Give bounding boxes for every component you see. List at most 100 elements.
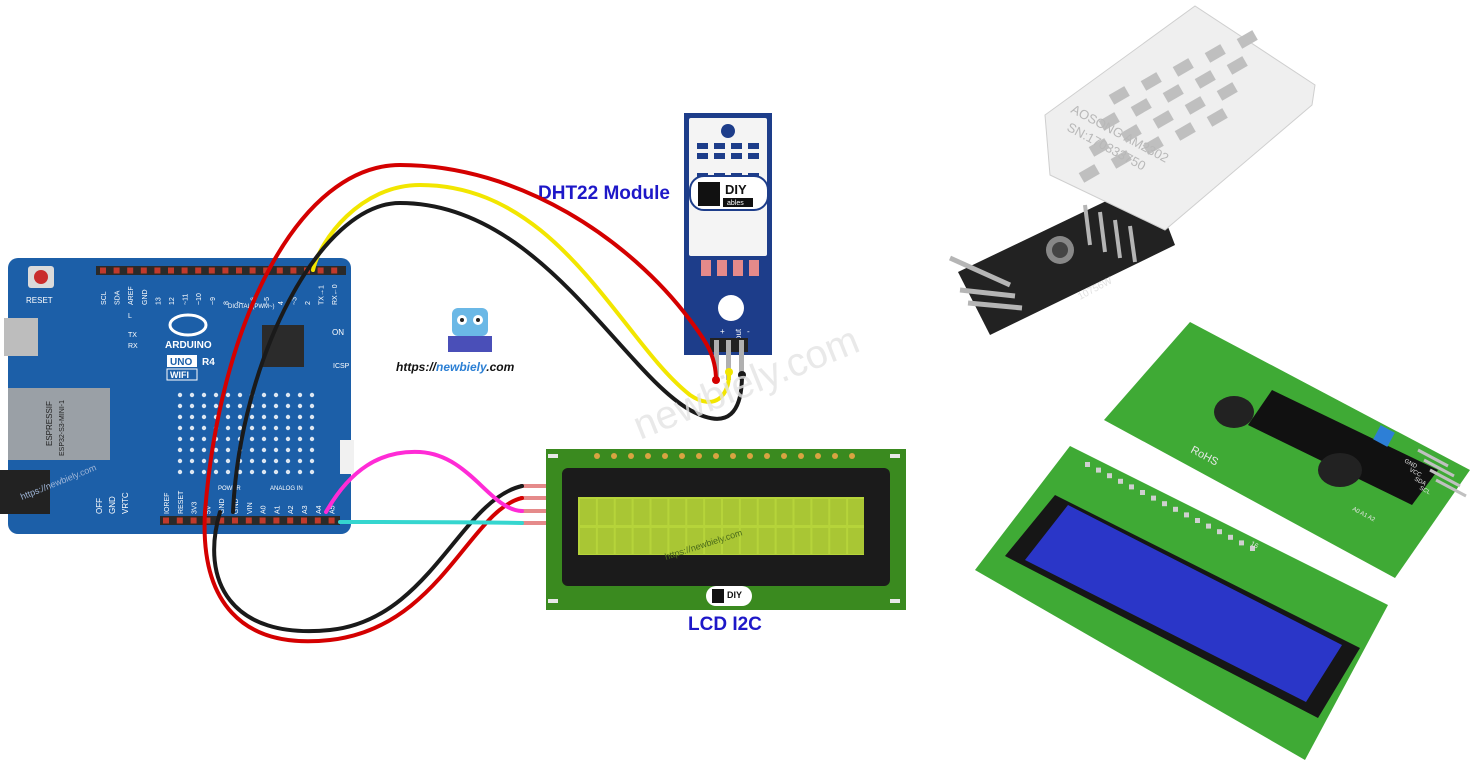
model-wifi: WIFI [170,370,189,380]
mount-hole [890,454,900,458]
bottom-pin-label: GND [233,498,240,514]
bottom-pin-label: VIN [247,502,254,514]
dht-logo-text: DIY [725,182,747,197]
lcd-pad [730,453,736,459]
top-pin-hole [100,267,106,274]
matrix-led [189,447,195,453]
matrix-led [297,425,303,431]
matrix-led [201,425,207,431]
top-pin-hole [140,267,147,274]
bottom-pin-label: 3V3 [192,501,199,514]
lcd-cell [651,528,668,554]
bottom-pin-hole [232,517,238,524]
matrix-led [261,447,267,453]
lcd-cell [597,499,614,525]
matrix-led [225,414,231,420]
wires [202,162,746,644]
matrix-led [297,447,303,453]
photo-front-pin [1085,462,1090,467]
lcd-label: LCD I2C [688,614,762,635]
photo-pin-label: SDA [1413,476,1427,487]
photo-vent [1098,112,1120,131]
lcd-cell [794,528,811,554]
matrix-led [249,425,255,431]
arduino-brand: ARDUINO [165,340,212,351]
matrix-led [237,469,243,475]
matrix-led [309,458,315,464]
lcd-cell [794,499,811,525]
lcd-pad [747,453,753,459]
photo-sensor-housing [1044,5,1316,231]
photo-front-pin [1151,495,1156,501]
photo-vent [1078,164,1100,183]
module-label-1: ESPRESSIF [45,401,54,446]
wire-lcd-sda-magenta [324,449,524,514]
matrix-led [225,447,231,453]
arduino-board: RESET ESPRESSIF ESP32-S3-MINI-1 ARDUINO … [0,258,354,534]
top-pin-label: RX←0 [332,284,339,305]
top-pin-hole [249,267,256,274]
photo-vent [1216,82,1238,101]
top-pin-label: 4 [278,301,285,305]
matrix-led [273,403,279,409]
matrix-led [177,414,183,420]
bottom-pin-label: 5V [205,505,212,514]
photo-potentiometer [1373,425,1395,447]
side-label: VRTC [121,492,130,514]
bottom-pin-hole [245,517,252,524]
photo-vent [1194,70,1216,89]
lcd-pad [764,453,770,459]
photo-vent [1204,44,1226,63]
wire-dht-vcc-red [203,162,718,514]
bottom-pin-label: RESET [178,490,185,514]
photo-vent [1108,86,1130,105]
photo-vent [1142,136,1164,155]
lcd-cell [830,528,847,554]
matrix-led [309,392,315,398]
bottom-pin-hole [273,517,280,524]
wire-lcd-scl-cyan [338,520,524,525]
matrix-led [309,403,315,409]
matrix-led [249,436,255,442]
top-pin-hole [276,267,283,274]
matrix-led [189,425,195,431]
lcd-cell [615,499,632,525]
lcd-cell [723,528,739,554]
photo-vent [1152,110,1174,129]
matrix-led [189,458,195,464]
laptop-icon [448,336,492,352]
top-pin-hole [208,267,215,274]
matrix-led [201,403,207,409]
matrix-led [249,458,255,464]
led-label: TX [128,332,137,339]
top-pin-hole [168,267,174,274]
vent-slot [697,153,708,159]
lcd-pad [679,453,685,459]
esp32-module [8,388,110,460]
lcd-pad [781,453,787,459]
photo-pin [1417,448,1449,468]
wire-lcd-vcc-red [202,496,524,644]
matrix-led [261,414,267,420]
vent-slot [714,153,725,159]
matrix-led [177,392,183,398]
lcd-top-pads [548,453,900,603]
photo-vent [1226,56,1248,75]
matrix-led [225,425,231,431]
vent-slot [748,143,759,149]
vent-slot [731,143,742,149]
bottom-pin-label: A1 [274,505,281,514]
photo-vent [1162,84,1184,103]
power-label: POWER [218,486,241,492]
top-pin-label: ~9 [210,297,217,305]
photo-pin16: 16 [1249,541,1259,551]
lcd-cell [633,499,650,525]
matrix-led [201,447,207,453]
matrix-led [285,458,291,464]
photo-vent [1120,124,1142,143]
matrix-led [297,403,303,409]
matrix-led [201,392,207,398]
lcd-cell [687,528,704,554]
